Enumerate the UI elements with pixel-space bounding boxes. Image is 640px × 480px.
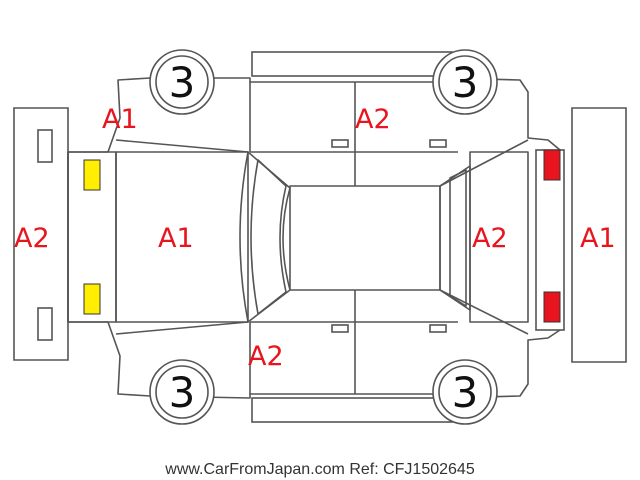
front-lamp-bottom [83,283,101,315]
tire-rear-left-label: 3 [452,58,479,107]
roof-edge-top [251,51,453,77]
front-lamp-top [83,159,101,191]
rear-lamp-bottom [543,291,561,323]
label-rear-bumper: A1 [580,223,616,254]
tire-rear-left: 3 [432,49,498,115]
tire-front-left: 3 [149,49,215,115]
tire-front-right-label: 3 [169,368,196,417]
footer-reference: www.CarFromJapan.com Ref: CFJ1502645 [164,461,475,478]
label-trunk: A2 [472,223,508,254]
tire-front-left-label: 3 [169,58,196,107]
label-hood: A1 [158,223,194,254]
label-front-bumper: A2 [14,223,50,254]
tire-front-right: 3 [149,359,215,425]
tire-rear-right: 3 [432,359,498,425]
front-lamps [83,159,101,315]
label-right-doors: A2 [248,341,284,372]
roof-edge-bottom [251,397,453,423]
car-body [67,77,561,399]
rear-bumper [571,107,627,363]
tire-rear-right-label: 3 [452,368,479,417]
label-left-doors: A2 [355,104,391,135]
rear-lamps [535,149,565,331]
rear-lamp-top [543,149,561,181]
label-front-left-fender: A1 [102,104,138,135]
front-bumper [13,107,69,361]
